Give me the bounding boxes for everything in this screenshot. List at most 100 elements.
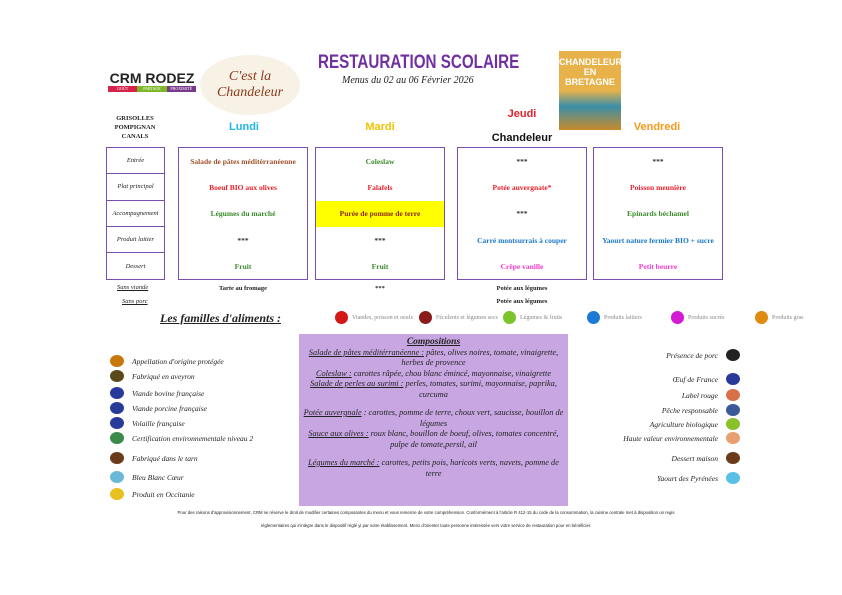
food-family-item: Produits laitiers — [587, 311, 667, 324]
hve2-icon — [110, 432, 124, 444]
compositions-box: Compositions Salade de pâtes méditérrané… — [299, 334, 568, 506]
french-beef-icon — [110, 387, 124, 399]
menu-item: *** — [516, 156, 528, 166]
page-title: RESTAURATION SCOLAIRE — [318, 52, 520, 73]
legend-label: Œuf de France — [672, 374, 718, 384]
menu-item: Crêpe vanille — [500, 261, 544, 271]
food-family-label: Produits laitiers — [604, 314, 642, 321]
menu-item: Poisson meunière — [630, 182, 686, 192]
legend-item: Volaille française — [110, 417, 185, 429]
brand-tag: GOÛT — [108, 86, 138, 92]
school: POMPIGNAN — [114, 124, 156, 131]
composition-text: roux blanc, bouillon de boeuf, olives, t… — [368, 429, 559, 449]
composition-entry: Légumes du marché : carottes, petits poi… — [303, 458, 564, 479]
food-family-icon — [419, 311, 432, 324]
label-rouge-icon — [726, 389, 740, 401]
sans-viande-jeudi: Potée aux légumes — [496, 285, 548, 292]
legend-label: Label rouge — [681, 390, 718, 400]
composition-name: Sauce aux olives : — [308, 429, 369, 438]
legend-label: Pêche responsable — [661, 405, 718, 415]
food-family-item: Produits gras — [755, 311, 835, 324]
legend-label: Produit en Occitanie — [132, 489, 195, 499]
school: GRISOLLES — [116, 115, 154, 122]
food-family-icon — [587, 311, 600, 324]
compositions-title: Compositions — [406, 337, 461, 347]
food-family-icon — [503, 311, 516, 324]
food-family-item: Féculents et légumes secs — [419, 311, 499, 324]
menu-item: *** — [516, 209, 528, 219]
composition-entry: Salade de perles au surimi : perles, tom… — [303, 379, 564, 400]
brand-tag: PROXIMITÉ — [166, 86, 196, 92]
composition-text: pâtes, olives noires, tomate, vinaigrett… — [401, 347, 559, 368]
legend-label: Bleu Blanc Cœur — [132, 472, 184, 482]
egg-france-icon — [726, 373, 740, 385]
sans-viande-label: Sans viande — [117, 284, 149, 291]
tarn-icon — [110, 452, 124, 464]
bbc-icon — [110, 471, 124, 483]
legend-label: Dessert maison — [671, 453, 718, 463]
legend-item: Haute valeur environnementale — [595, 432, 740, 444]
composition-text: : carottes, pomme de terre, choux vert, … — [361, 408, 564, 428]
composition-text: perles, tomates, surimi, mayonnaise, pap… — [403, 379, 557, 399]
food-family-icon — [671, 311, 684, 324]
sans-porc-jeudi: Potée aux légumes — [496, 298, 548, 305]
legend-label: Volaille française — [132, 418, 185, 428]
footer-line: réglementaires qui s'intègre dans le dis… — [260, 523, 592, 528]
composition-text: carottes, petits pois, haricots verts, n… — [379, 458, 559, 478]
menu-item: Légumes du marché — [210, 209, 276, 219]
aveyron-icon — [110, 370, 124, 382]
dessert-icon — [726, 452, 740, 464]
menu-dates: Menus du 02 au 06 Février 2026 — [342, 75, 474, 86]
legend-item: Bleu Blanc Cœur — [110, 471, 184, 483]
menu-item: *** — [374, 235, 386, 245]
schools-list: GRISOLLES POMPIGNAN CANALS — [110, 114, 160, 141]
composition-name: Salade de pâtes méditérranéenne : — [308, 347, 424, 357]
legend-label: Fabriqué en aveyron — [132, 371, 195, 381]
legend-item: Présence de porc — [595, 349, 740, 361]
legend-item: Viande porcine française — [110, 402, 207, 414]
legend-label: Présence de porc — [666, 350, 718, 360]
legend-item: Œuf de France — [595, 373, 740, 385]
composition-name: Légumes du marché : — [308, 458, 380, 467]
menu-item: Potée auvergnate* — [492, 182, 552, 192]
composition-entry: Sauce aux olives : roux blanc, bouillon … — [303, 429, 564, 450]
sans-porc-label: Sans porc — [122, 298, 148, 305]
legend-item: Viande bovine française — [110, 387, 204, 399]
food-family-label: Produits sucrés — [688, 314, 725, 321]
menu-item: Carré montsurrais à couper — [477, 235, 567, 245]
composition-name: Coleslaw : — [315, 368, 352, 378]
hve-icon — [726, 432, 740, 444]
legend-item: Dessert maison — [595, 452, 740, 464]
occitanie-icon — [110, 488, 124, 500]
legend-item: Fabriqué dans le tarn — [110, 452, 198, 464]
food-family-label: Féculents et légumes secs — [436, 314, 498, 321]
food-family-item: Viandes, poisson et oeufs — [335, 311, 415, 324]
french-poultry-icon — [110, 417, 124, 429]
composition-entry: Potée auvergnale : carottes, pomme de te… — [303, 408, 564, 429]
legend-item: Certification environnementale niveau 2 — [110, 432, 253, 444]
food-family-label: Légumes & fruits — [520, 314, 563, 321]
row-label: Produit laitier — [107, 227, 164, 254]
chandeleur-poster: CHANDELEUR EN BRETAGNE — [559, 51, 622, 130]
legend-label: Certification environnementale niveau 2 — [132, 433, 254, 443]
sans-viande-lundi: Tarte au fromage — [218, 285, 268, 292]
footer-line: Pour des raisons d'approvisionnement, CR… — [177, 510, 675, 515]
composition-text: carottes râpée, chou blanc émincé, mayon… — [351, 368, 552, 378]
day-lundi: Lundi — [229, 121, 259, 133]
day-vendredi: Vendredi — [633, 121, 681, 133]
food-family-item: Produits sucrés — [671, 311, 751, 324]
food-family-item: Légumes & fruits — [503, 311, 583, 324]
legend-label: Agriculture biologique — [649, 419, 718, 429]
menu-item: Petit beurre — [638, 261, 678, 271]
row-label: Accompagnement — [107, 201, 164, 227]
sans-viande-mardi: *** — [375, 285, 385, 292]
yaourt-icon — [726, 472, 740, 484]
legend-item: Agriculture biologique — [595, 418, 740, 430]
day-jeudi-theme: Chandeleur — [491, 132, 553, 144]
menu-item: Epinards béchamel — [627, 209, 689, 219]
composition-entry: Coleslaw : carottes râpée, chou blanc ém… — [303, 369, 564, 380]
